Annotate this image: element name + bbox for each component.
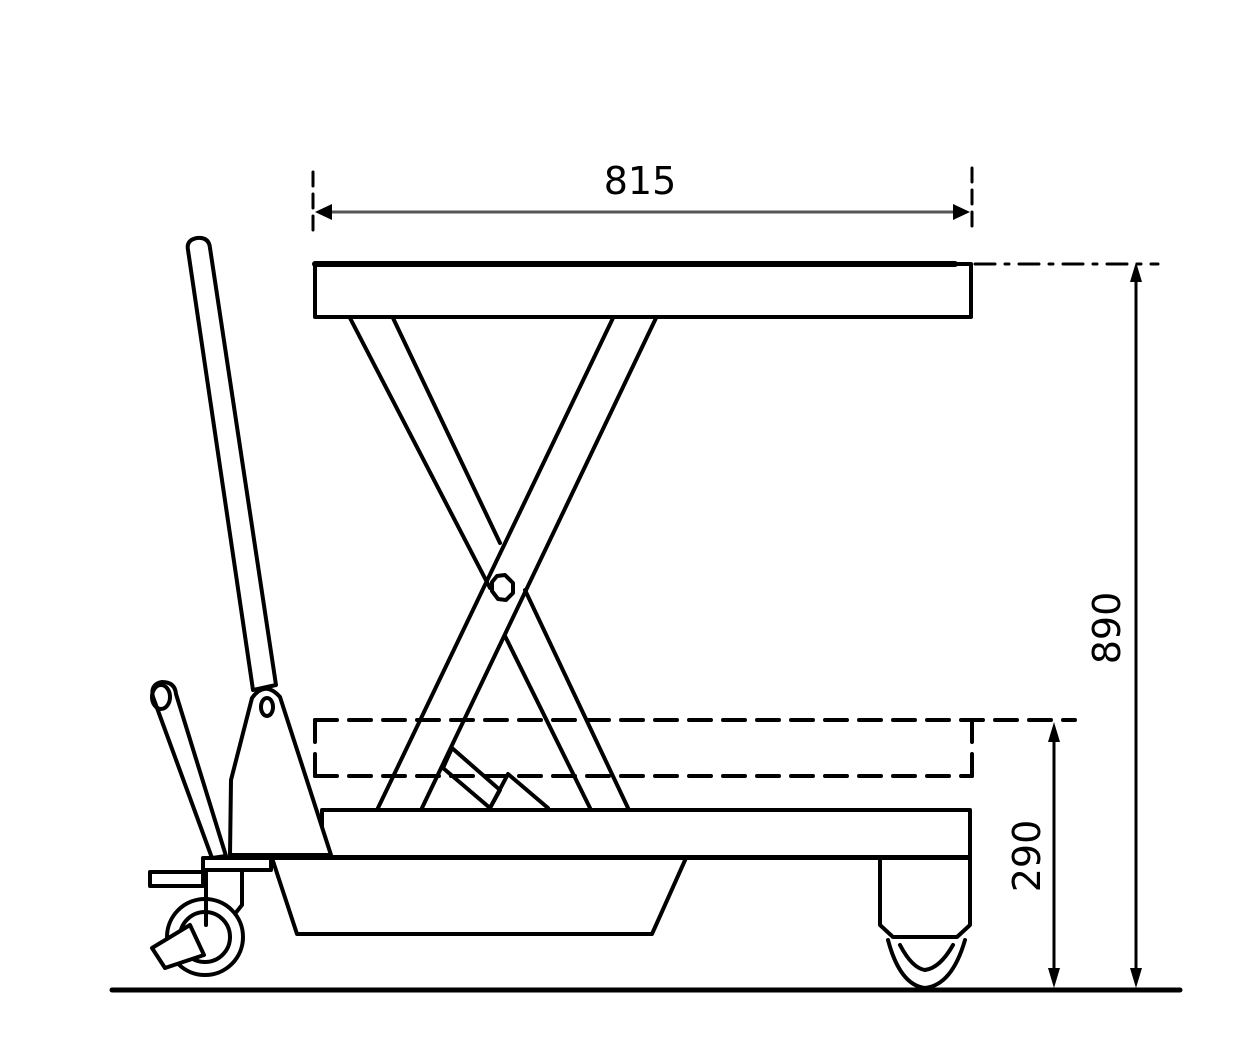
dimension-platform-length: 815 bbox=[311, 159, 974, 234]
handle bbox=[185, 235, 278, 692]
base-frame bbox=[268, 808, 972, 936]
dimension-min-height: 290 bbox=[1005, 722, 1060, 988]
dimension-label-890: 890 bbox=[1085, 592, 1129, 665]
rear-wheel bbox=[878, 856, 972, 990]
dimension-label-290: 290 bbox=[1005, 820, 1049, 893]
front-swivel-caster bbox=[148, 856, 273, 977]
lowered-platform-outline bbox=[313, 718, 1077, 778]
pivot-pin bbox=[490, 573, 515, 602]
dimension-label-815: 815 bbox=[604, 159, 677, 203]
scissor-arms bbox=[348, 316, 658, 810]
dimension-max-height: 890 bbox=[1085, 262, 1142, 988]
platform bbox=[312, 261, 1160, 319]
foot-pedal bbox=[150, 680, 228, 860]
handle-bracket bbox=[228, 686, 333, 857]
